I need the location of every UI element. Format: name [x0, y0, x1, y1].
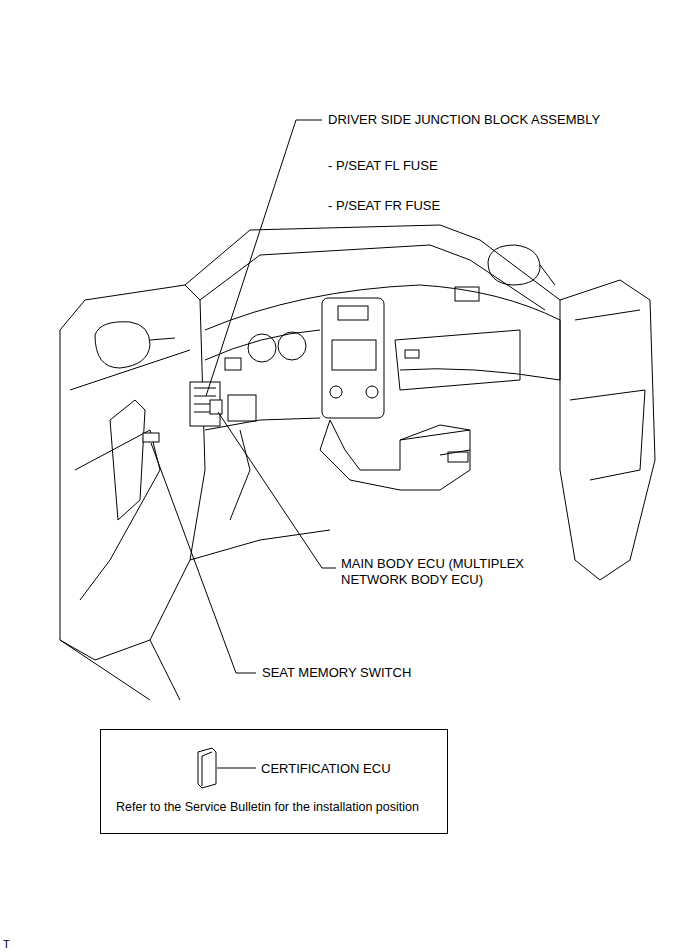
right-mirror — [488, 245, 540, 285]
center-vent — [338, 306, 368, 320]
seat-memory-switch — [143, 433, 159, 442]
part-name: CERTIFICATION ECU — [261, 761, 391, 776]
part-name: DRIVER SIDE JUNCTION BLOCK ASSEMBLY — [328, 112, 600, 128]
note-box: CERTIFICATION ECU Refer to the Service Bu… — [100, 729, 448, 834]
part-name: - P/SEAT FR FUSE — [328, 198, 440, 214]
knob — [366, 386, 378, 398]
switch-panel — [228, 395, 256, 421]
dashboard-top — [205, 285, 560, 380]
gauge — [248, 334, 276, 362]
vent — [225, 358, 241, 370]
door-handle-panel — [110, 400, 145, 520]
mirror-arm — [540, 265, 555, 285]
ecu-icon-detail — [202, 752, 212, 786]
leader-line — [217, 768, 256, 769]
center-stack — [322, 298, 384, 418]
left-door-trim — [70, 350, 190, 600]
center-console — [320, 420, 470, 490]
gauge — [278, 332, 306, 360]
left-mirror — [95, 322, 150, 368]
right-door — [560, 280, 655, 580]
glove-handle — [405, 350, 419, 358]
main-body-ecu — [210, 400, 222, 414]
console-pocket — [448, 452, 468, 462]
leader-line — [206, 120, 322, 396]
leader-line — [218, 412, 336, 568]
console-lid — [400, 430, 470, 455]
note-text: Refer to the Service Bulletin for the in… — [116, 800, 419, 814]
page-mark: T — [3, 936, 10, 952]
right-door-trim — [570, 310, 645, 480]
part-name: - P/SEAT FL FUSE — [328, 158, 438, 174]
knob — [330, 386, 342, 398]
part-name: SEAT MEMORY SWITCH — [262, 665, 411, 681]
audio-unit — [332, 340, 376, 370]
leader-line — [151, 443, 256, 673]
glove-box — [395, 330, 520, 390]
part-name: MAIN BODY ECU (MULTIPLEX NETWORK BODY EC… — [341, 556, 581, 588]
left-door — [60, 285, 205, 660]
ecu-icon — [198, 748, 216, 788]
lower-dash — [205, 418, 320, 520]
mirror-arm — [150, 338, 175, 340]
vent — [455, 287, 479, 301]
